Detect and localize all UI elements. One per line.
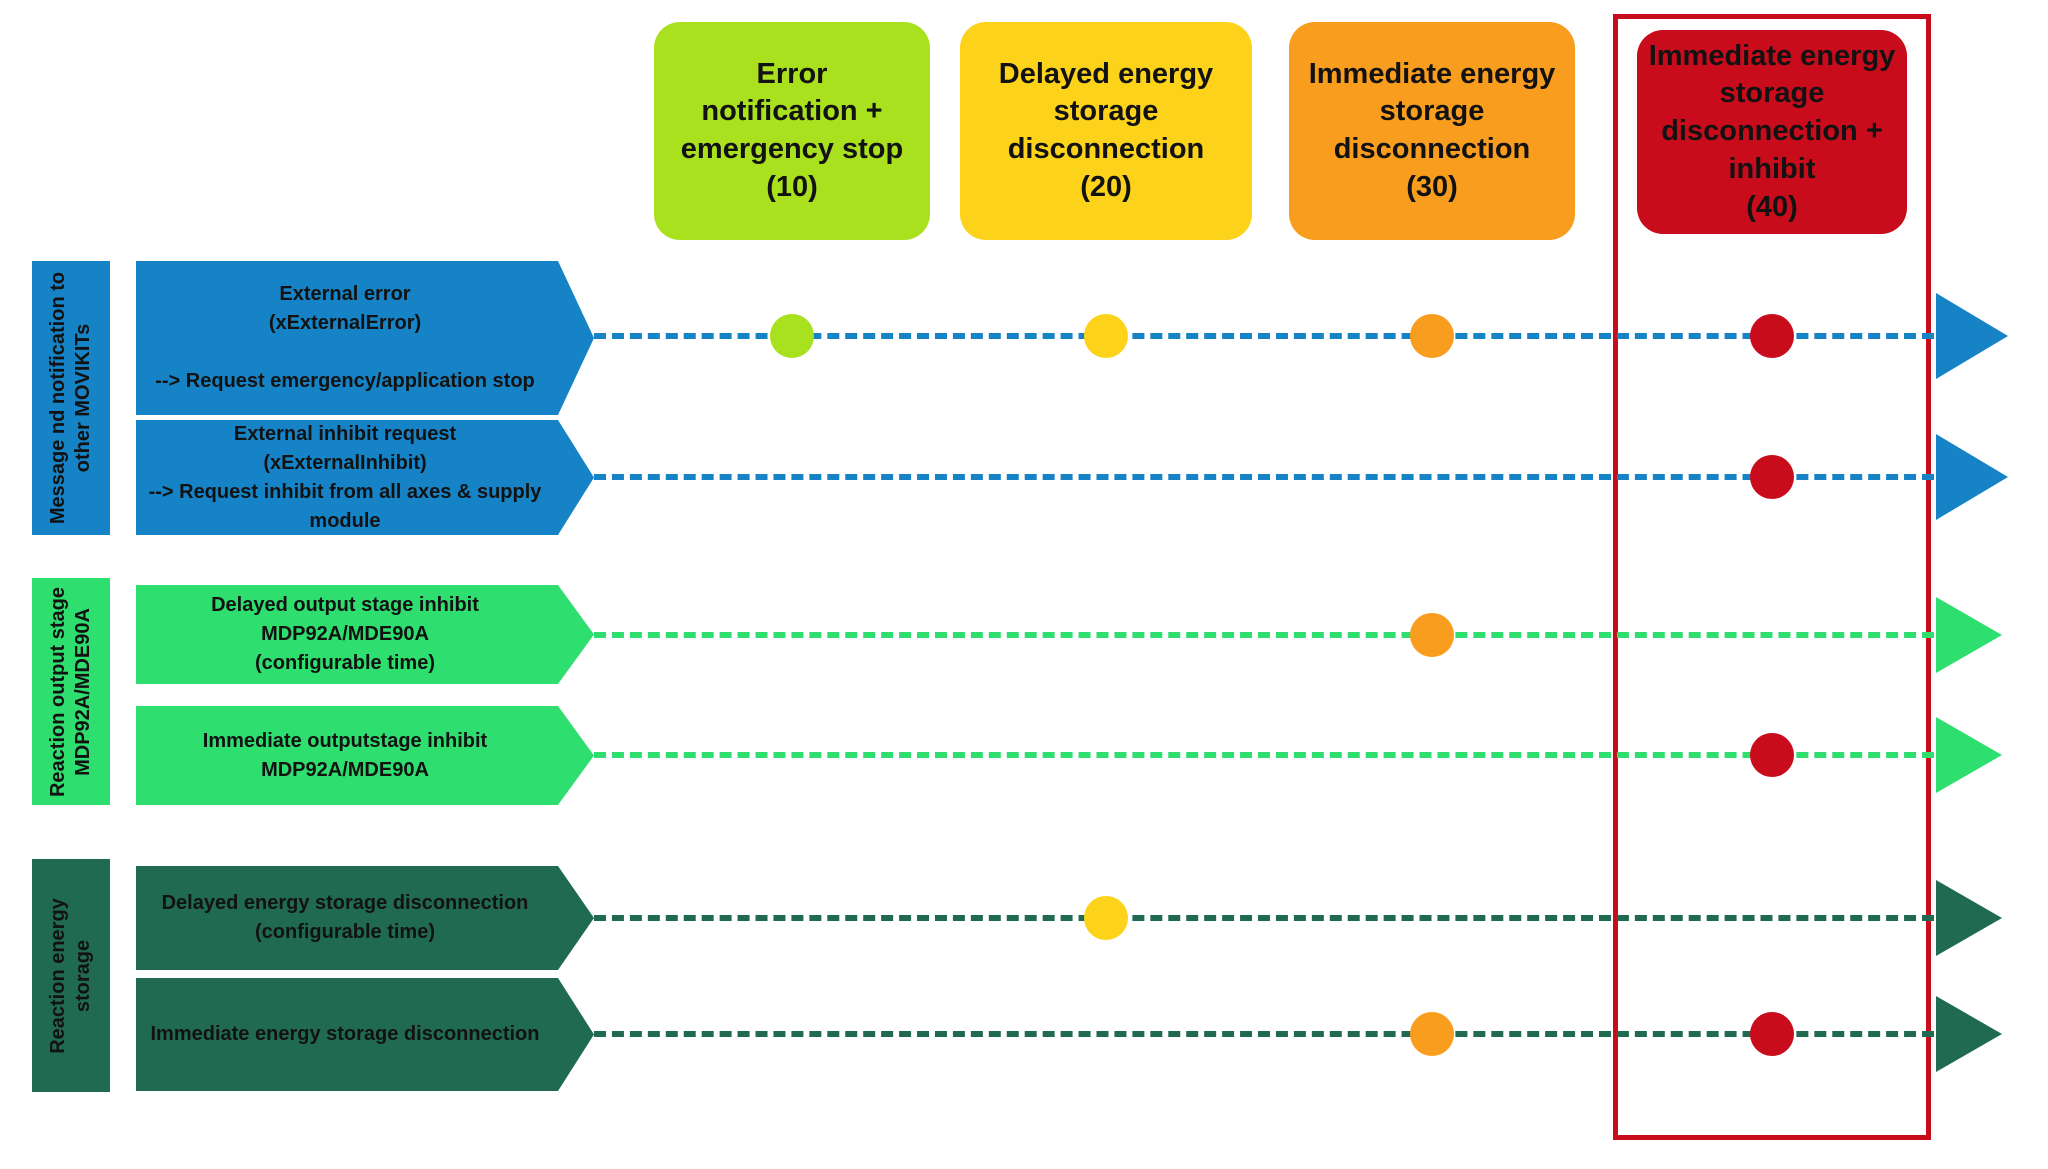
- arrowhead-icon: [1936, 434, 2008, 520]
- reaction-dot-level10: [770, 314, 814, 358]
- group-bar-reaction-energy-storage: Reaction energy storage: [32, 859, 110, 1092]
- row-arrow-immediate-output-stage-inhibit: Immediate outputstage inhibit MDP92A/MDE…: [136, 706, 594, 805]
- level-box-30: Immediate energy storage disconnection (…: [1289, 22, 1575, 240]
- level-box-20: Delayed energy storage disconnection (20…: [960, 22, 1252, 240]
- row-arrow-delayed-energy-storage-disconnection: Delayed energy storage disconnection (co…: [136, 866, 594, 970]
- highlight-frame-level40: [1613, 14, 1931, 1140]
- timeline-row-5: [594, 915, 1934, 921]
- arrowhead-icon: [1936, 996, 2002, 1072]
- row-arrow-external-inhibit-request: External inhibit request (xExternalInhib…: [136, 420, 594, 535]
- arrowhead-icon: [1936, 717, 2002, 793]
- reaction-dot-level40: [1750, 1012, 1794, 1056]
- group-bar-message-notification: Message nd notification to other MOVIKIT…: [32, 261, 110, 535]
- group-label: Reaction energy storage: [47, 897, 94, 1054]
- reaction-dot-level20: [1084, 896, 1128, 940]
- timeline-row-6: [594, 1031, 1934, 1037]
- group-bar-reaction-output-stage: Reaction output stage MDP92A/MDE90A: [32, 578, 110, 805]
- reaction-dot-level30: [1410, 613, 1454, 657]
- reaction-dot-level40: [1750, 733, 1794, 777]
- level-box-10: Error notification + emergency stop (10): [654, 22, 930, 240]
- reaction-dot-level20: [1084, 314, 1128, 358]
- reaction-dot-level30: [1410, 1012, 1454, 1056]
- timeline-row-3: [594, 632, 1934, 638]
- row-arrow-immediate-energy-storage-disconnection: Immediate energy storage disconnection: [136, 978, 594, 1091]
- row-arrow-delayed-output-stage-inhibit: Delayed output stage inhibit MDP92A/MDE9…: [136, 585, 594, 684]
- reaction-dot-level30: [1410, 314, 1454, 358]
- timeline-row-2: [594, 474, 1934, 480]
- timeline-row-1: [594, 333, 1934, 339]
- arrowhead-icon: [1936, 597, 2002, 673]
- arrowhead-icon: [1936, 293, 2008, 379]
- row-arrow-external-error: External error (xExternalError) --> Requ…: [136, 261, 594, 415]
- group-label: Message nd notification to other MOVIKIT…: [47, 271, 94, 525]
- reaction-dot-level40: [1750, 314, 1794, 358]
- arrowhead-icon: [1936, 880, 2002, 956]
- timeline-row-4: [594, 752, 1934, 758]
- level-box-40: Immediate energy storage disconnection +…: [1637, 30, 1907, 234]
- reaction-dot-level40: [1750, 455, 1794, 499]
- group-label: Reaction output stage MDP92A/MDE90A: [47, 586, 94, 797]
